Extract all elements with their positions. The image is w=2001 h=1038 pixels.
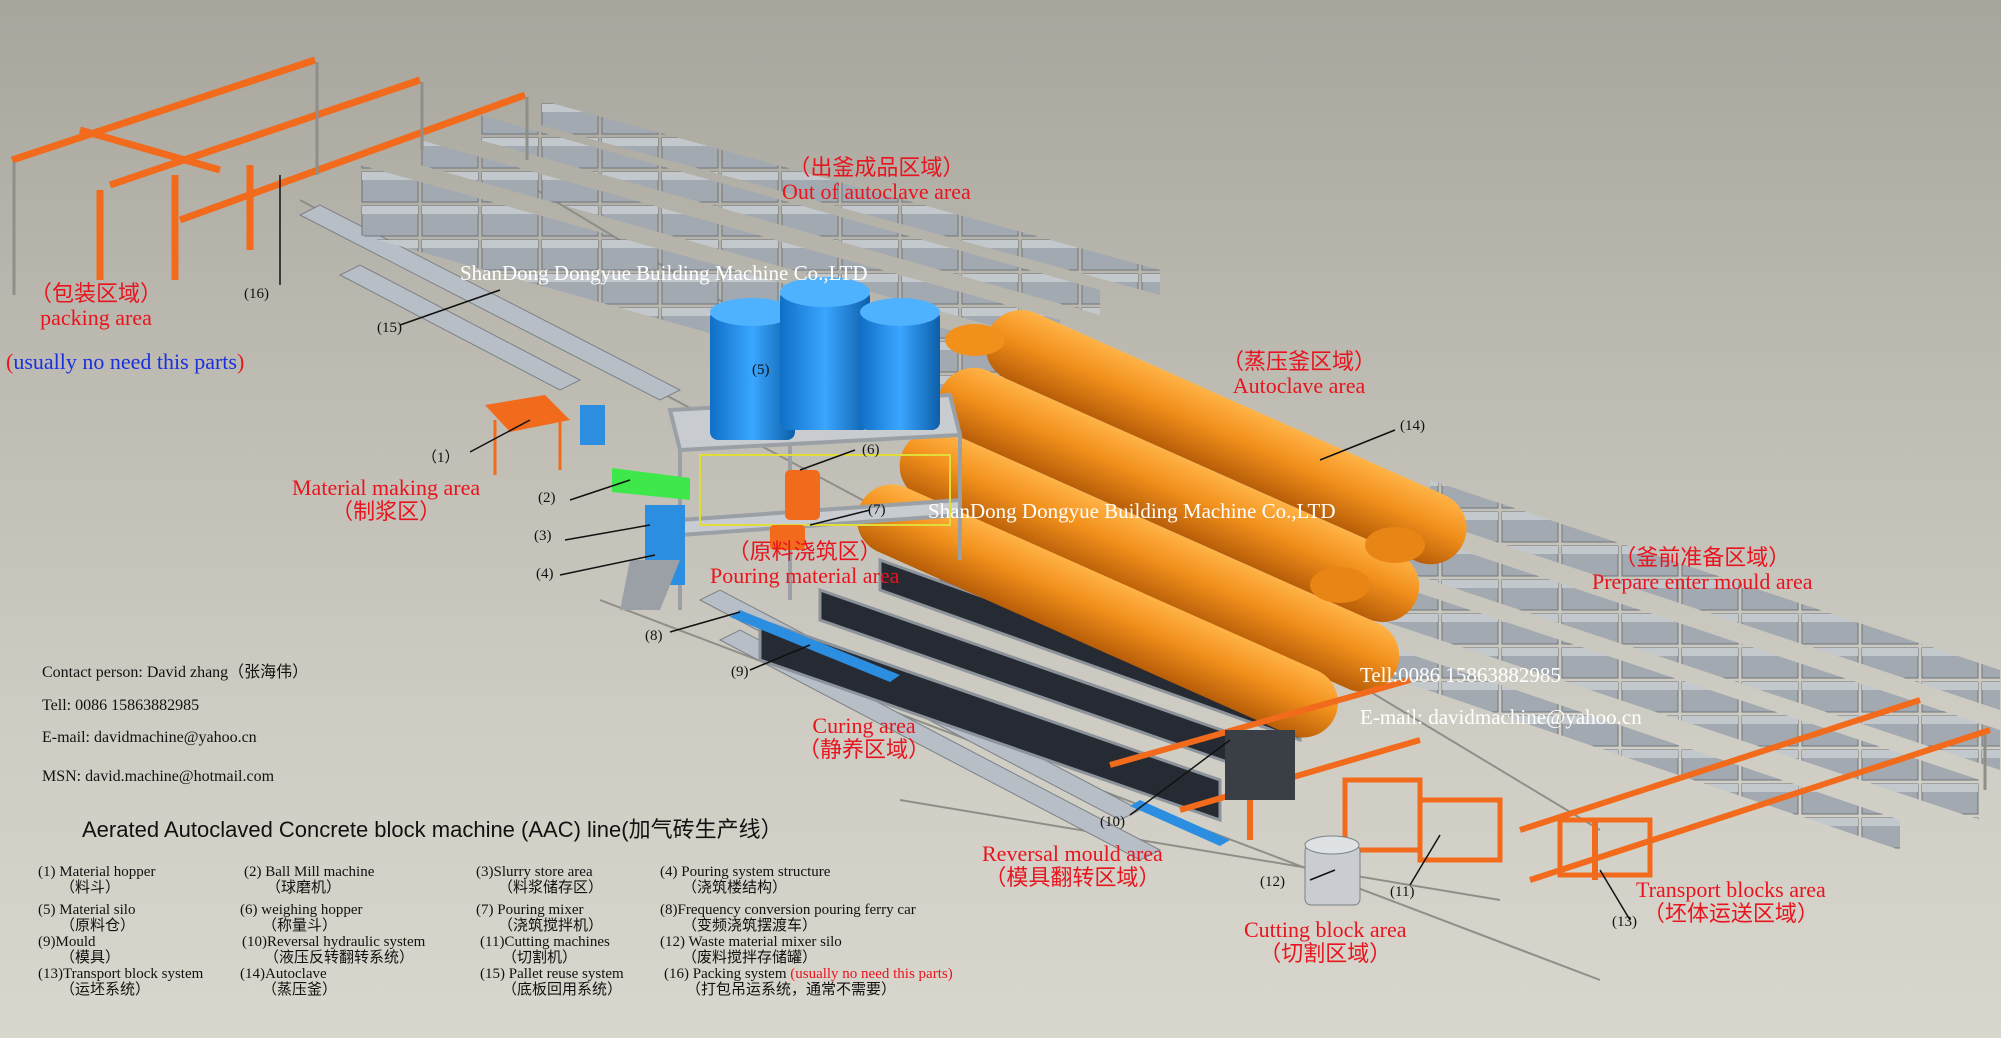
packing-area-label: （包装区域） packing area bbox=[30, 281, 163, 330]
reversal-area-label: Reversal mould area （模具翻转区域） bbox=[982, 841, 1163, 890]
legend-10: (10)Reversal hydraulic system（液压反转翻转系统） bbox=[242, 934, 426, 967]
tel-watermark: Tell:0086 15863882985 bbox=[1360, 663, 1561, 687]
diagram-title: Aerated Autoclaved Concrete block machin… bbox=[82, 817, 783, 842]
callout-12: (12) bbox=[1260, 874, 1285, 890]
legend-12: (12) Waste material mixer silo（废料搅拌存储罐） bbox=[660, 934, 842, 967]
legend-2: (2) Ball Mill machine（球磨机） bbox=[244, 864, 375, 897]
legend-16: (16) Packing system (usually no need thi… bbox=[664, 966, 953, 999]
callout-1: （1） bbox=[422, 450, 460, 466]
cutting-area-label: Cutting block area （切割区域） bbox=[1244, 917, 1407, 966]
callout-8: (8) bbox=[645, 628, 663, 644]
waste-silo bbox=[1304, 835, 1361, 906]
legend-7: (7) Pouring mixer（浇筑搅拌机） bbox=[476, 902, 604, 935]
packing-area-note: (usually no need this parts) bbox=[6, 349, 245, 374]
material-silos bbox=[710, 277, 940, 440]
legend-6: (6) weighing hopper（称量斗） bbox=[240, 902, 363, 935]
legend-13: (13)Transport block system（运坯系统） bbox=[38, 966, 204, 999]
callout-13: (13) bbox=[1612, 914, 1637, 930]
packing-gantries bbox=[10, 56, 527, 280]
autoclave-tubes bbox=[856, 310, 1467, 738]
callout-7: (7) bbox=[868, 502, 886, 518]
callout-5: (5) bbox=[752, 362, 770, 378]
lower-gantries bbox=[1109, 677, 1991, 883]
legend-11: (11)Cutting machines（切割机） bbox=[480, 934, 610, 967]
company-watermark-top: ShanDong Dongyue Building Machine Co.,LT… bbox=[460, 261, 868, 285]
callout-leaders bbox=[279, 175, 1631, 921]
mixing-equipment bbox=[612, 468, 820, 610]
callout-4: (4) bbox=[536, 566, 554, 582]
material-making-area-label: Material making area （制浆区） bbox=[292, 475, 481, 524]
contact-email: E-mail: davidmachine@yahoo.cn bbox=[42, 729, 257, 746]
contact-tel: Tell: 0086 15863882985 bbox=[42, 697, 200, 714]
legend-15: (15) Pallet reuse system（底板回用系统） bbox=[480, 966, 624, 999]
curing-area-label: Curing area （静养区域） bbox=[798, 713, 931, 762]
legend-8: (8)Frequency conversion pouring ferry ca… bbox=[660, 902, 916, 935]
pouring-area-label: （原料浇筑区） Pouring material area bbox=[710, 539, 900, 588]
legend-5: (5) Material silo（原料仓） bbox=[38, 902, 136, 935]
transport-area-label: Transport blocks area （坯体运送区域） bbox=[1636, 877, 1826, 926]
legend-1: (1) Material hopper（料斗） bbox=[38, 864, 156, 897]
callout-14: (14) bbox=[1400, 418, 1425, 434]
contact-msn: MSN: david.machine@hotmail.com bbox=[42, 768, 275, 785]
legend-4: (4) Pouring system structure（浇筑楼结构） bbox=[660, 864, 831, 897]
gantry-posts bbox=[12, 62, 1987, 790]
legend-9: (9)Mould（模具） bbox=[38, 934, 121, 967]
callout-16: (16) bbox=[244, 286, 269, 302]
prepare-area-label: （釜前准备区域） Prepare enter mould area bbox=[1592, 545, 1813, 594]
legend-3: (3)Slurry store area（料浆储存区） bbox=[476, 864, 604, 897]
legend-14: (14)Autoclave（蒸压釜） bbox=[240, 966, 338, 999]
autoclave-area-label: （蒸压釜区域） Autoclave area bbox=[1222, 349, 1377, 398]
callout-9: (9) bbox=[731, 664, 749, 680]
prepare-block-rows bbox=[1250, 480, 2000, 850]
callout-11: (11) bbox=[1390, 884, 1415, 900]
callout-15: (15) bbox=[377, 320, 402, 336]
cutting-machines bbox=[1225, 730, 1653, 878]
callout-3: (3) bbox=[534, 528, 552, 544]
contact-person: Contact person: David zhang（张海伟） bbox=[42, 664, 309, 681]
callout-6: (6) bbox=[862, 442, 880, 458]
blue-ferry-tracks bbox=[730, 610, 1230, 846]
material-hopper bbox=[485, 395, 605, 475]
callout-2: (2) bbox=[538, 490, 556, 506]
company-watermark-mid: ShanDong Dongyue Building Machine Co.,LT… bbox=[928, 499, 1336, 523]
callout-10: (10) bbox=[1100, 814, 1125, 830]
out-autoclave-area-label: （出釜成品区域） Out of autoclave area bbox=[782, 155, 971, 204]
email-watermark: E-mail: davidmachine@yahoo.cn bbox=[1360, 705, 1642, 729]
